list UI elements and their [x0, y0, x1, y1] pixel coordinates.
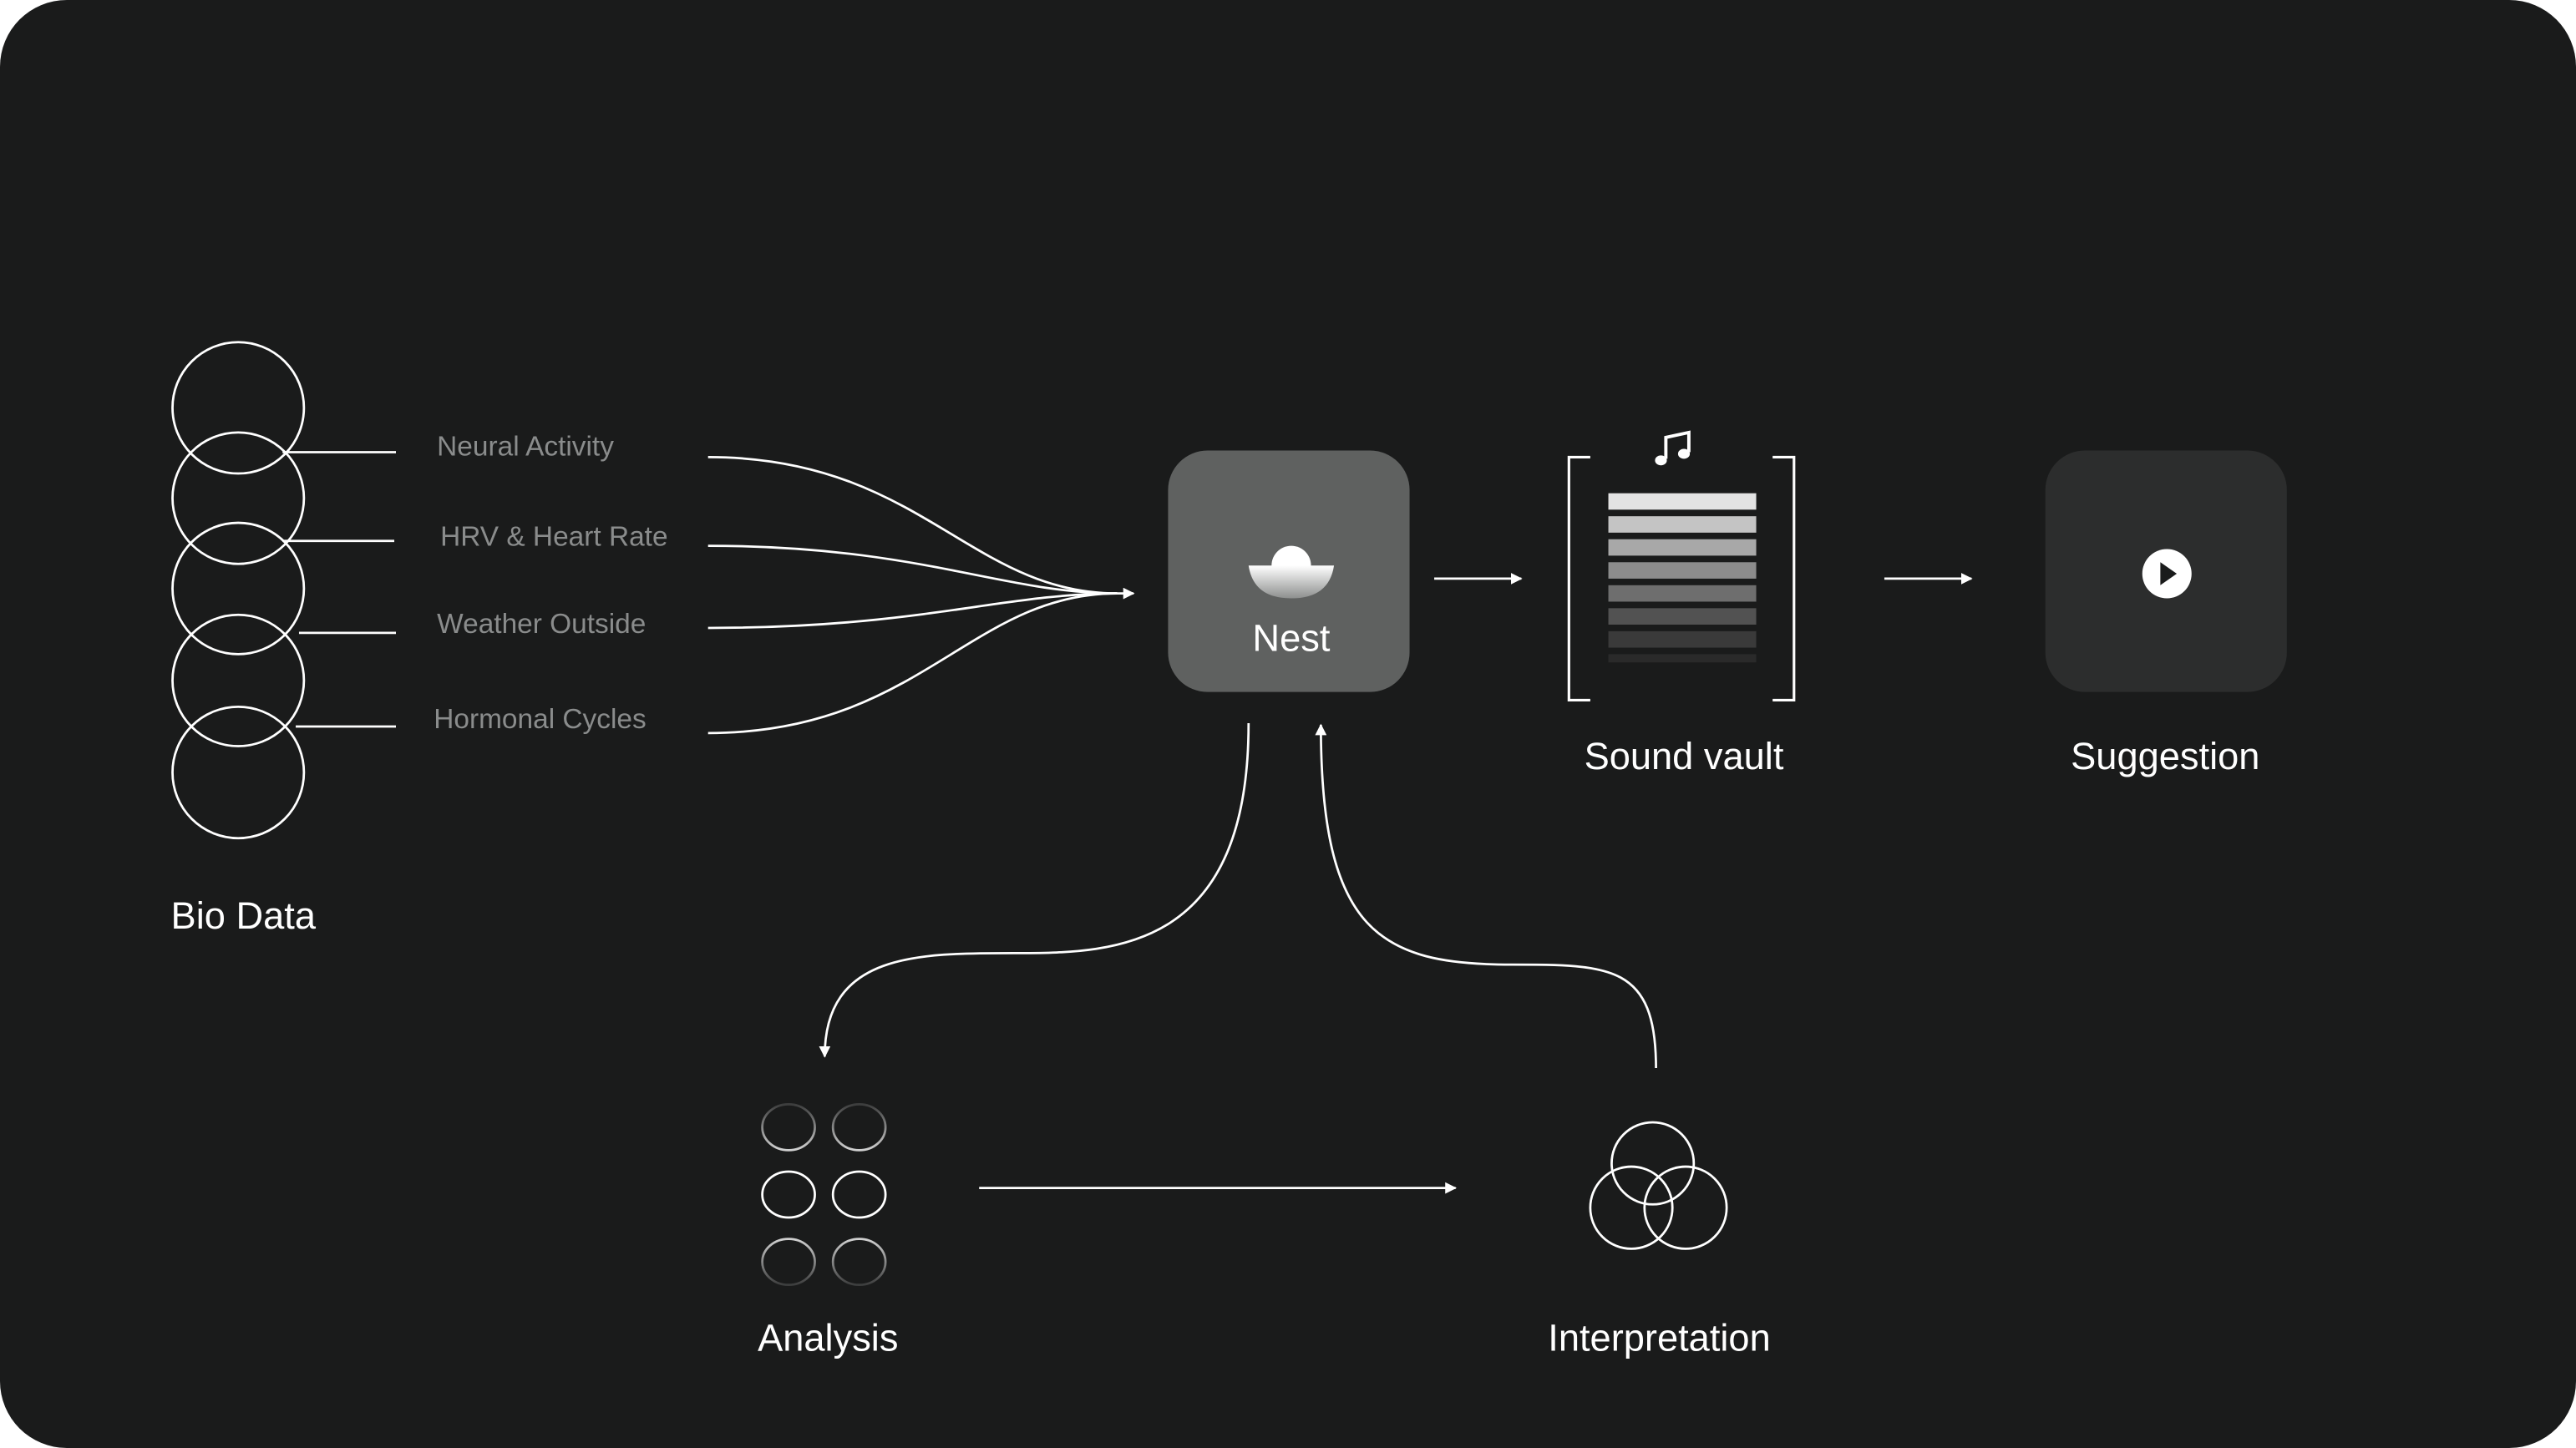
bio-input-hrv-heart-rate: HRV & Heart Rate — [440, 522, 667, 553]
play-icon — [2142, 549, 2192, 599]
analysis-node: Analysis — [758, 1102, 898, 1359]
music-note-icon — [1655, 430, 1691, 466]
bio-input-hormonal-cycles: Hormonal Cycles — [434, 704, 646, 735]
bio-input-neural-activity: Neural Activity — [437, 431, 614, 462]
sound-vault-node: Sound vault — [1567, 430, 1796, 777]
analysis-grid-icon — [761, 1102, 887, 1287]
analysis-label: Analysis — [758, 1316, 898, 1359]
input-flow-curves — [707, 456, 1135, 735]
interpretation-label: Interpretation — [1548, 1316, 1770, 1359]
interpretation-venn-icon — [1589, 1121, 1728, 1250]
sound-vault-stack — [1608, 493, 1757, 663]
arrow-interpretation-to-nest — [1315, 723, 1657, 1069]
bio-input-connectors — [282, 451, 397, 728]
bio-data-label: Bio Data — [171, 894, 317, 937]
bio-data-circles-icon — [171, 341, 306, 840]
suggestion-label: Suggestion — [2071, 735, 2259, 777]
nest-logo-icon — [1248, 545, 1335, 599]
arrow-nest-to-analysis — [819, 723, 1250, 1058]
bio-data-node: Neural Activity HRV & Heart Rate Weather… — [171, 341, 668, 937]
nest-label: Nest — [1252, 616, 1330, 659]
left-bracket-icon — [1567, 455, 1590, 702]
suggestion-node: Suggestion — [2045, 450, 2287, 777]
bio-input-weather-outside: Weather Outside — [437, 609, 646, 640]
interpretation-node: Interpretation — [1548, 1121, 1771, 1359]
sound-vault-label: Sound vault — [1585, 735, 1784, 777]
nest-node: Nest — [1168, 450, 1410, 692]
right-bracket-icon — [1772, 455, 1796, 702]
